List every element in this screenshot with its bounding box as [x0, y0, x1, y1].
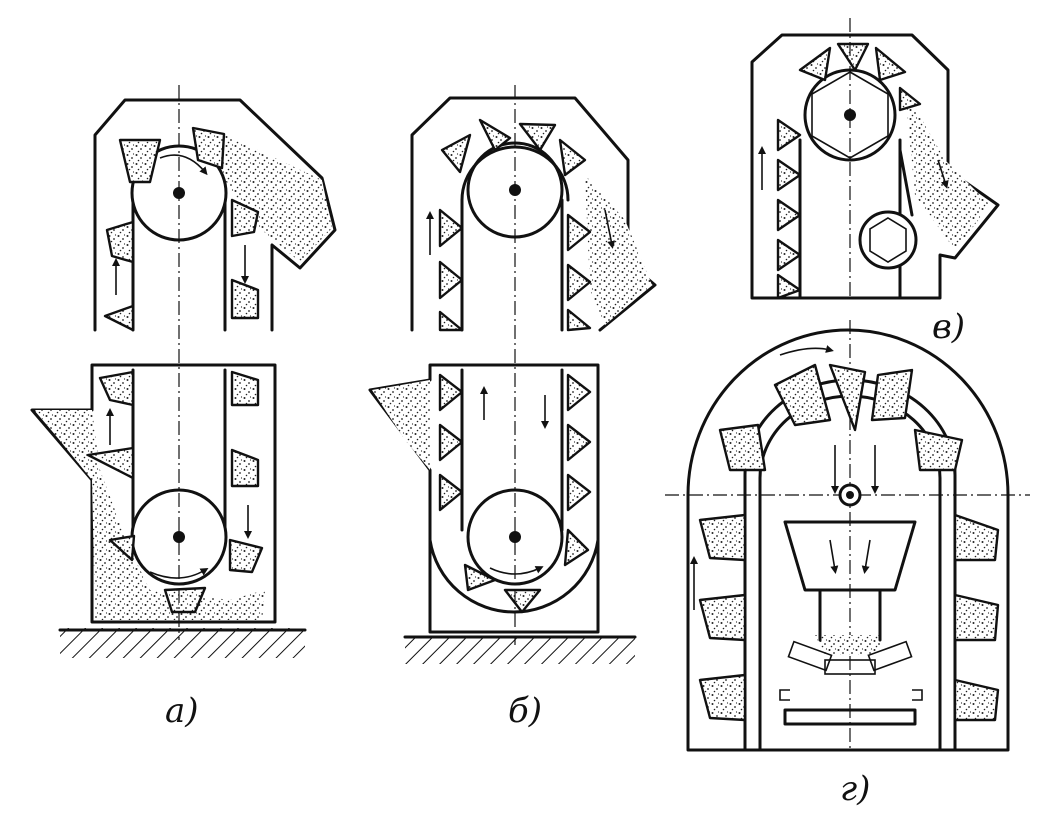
panel-label-g: г) — [840, 769, 870, 809]
head-casing-a — [93, 98, 337, 332]
belt-b — [460, 198, 564, 332]
bucket — [230, 278, 260, 320]
bucket — [86, 446, 135, 480]
panel-label-v: в) — [932, 307, 965, 347]
panel-v: в) — [750, 18, 1000, 347]
discharge-material-a — [215, 130, 332, 262]
panel-a: а) — [30, 85, 337, 731]
boot-casing-b — [368, 363, 600, 634]
bucket — [105, 220, 135, 264]
boot-material-a — [35, 410, 265, 620]
head-casing-g — [686, 328, 1010, 752]
belt-b-lower — [460, 368, 564, 532]
belt-conveyor-g — [783, 708, 917, 726]
bucket — [103, 304, 135, 332]
bucket — [230, 198, 260, 238]
panel-label-a: а) — [165, 691, 199, 731]
hopper-g — [783, 520, 917, 592]
deflecting-sprocket-v — [858, 210, 918, 270]
discharge-material-b — [585, 175, 652, 325]
head-casing-b — [410, 96, 657, 332]
bucket — [230, 448, 260, 488]
panel-g: г) — [665, 320, 1030, 809]
bucket — [163, 586, 207, 614]
panel-label-b: б) — [508, 691, 542, 731]
bucket — [108, 534, 136, 562]
panel-b: б) — [368, 85, 657, 731]
discharge-material-v — [905, 90, 990, 250]
bucket — [191, 126, 226, 170]
bucket — [230, 370, 260, 407]
boot-material-b — [372, 380, 430, 470]
bucket — [118, 138, 162, 184]
bucket — [98, 370, 135, 407]
bucket — [228, 538, 264, 574]
